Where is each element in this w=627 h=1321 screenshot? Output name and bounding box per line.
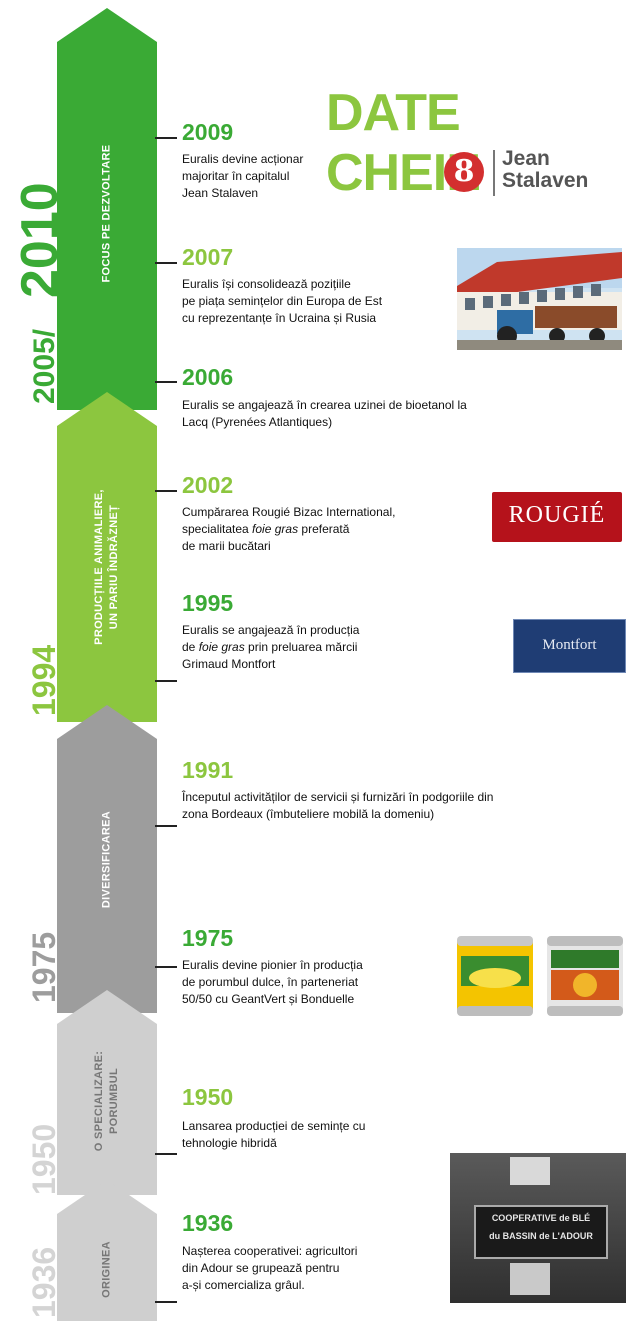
cooperative-sign-photo: COOPERATIVE de BLÉ du BASSIN de L'ADOUR (450, 1153, 626, 1303)
event-desc-2007: Euralis își consolidează pozițiile pe pi… (182, 276, 382, 327)
event-2009-line: majoritar în capitalul (182, 169, 290, 183)
event-1950-line: Lansarea producției de semințe cu (182, 1119, 366, 1133)
corn-cans-photo (455, 930, 625, 1018)
event-2007-line: pe piața semințelor din Europa de Est (182, 294, 383, 308)
event-year-2002: 2002 (182, 472, 234, 498)
era-2010: 2010 (11, 182, 69, 298)
phase-label-animal-line1: PRODUCȚIILE ANIMALIERE, (93, 489, 105, 645)
event-1936-line: din Adour se grupează pentru (182, 1261, 340, 1275)
factory-tractor-illustration (457, 248, 622, 350)
event-2007-line: Euralis își consolidează pozițiile (182, 277, 351, 291)
emphasis-foie-gras: foie gras (198, 640, 245, 654)
montfort-logo-text: Montfort (542, 637, 597, 653)
event-year-1975: 1975 (182, 925, 234, 951)
era-2005: 2005/ (28, 328, 61, 404)
tick-2006 (155, 381, 177, 383)
phase-arrow-origin (57, 1180, 157, 1321)
tick-1991 (155, 825, 177, 827)
photo-window (510, 1157, 550, 1185)
phase-label-animal-line2: UN PARIU ÎNDRĂZNEȚ (108, 504, 120, 630)
rougie-logo-text: ROUGIÉ (508, 502, 606, 528)
era-1936: 1936 (26, 1246, 62, 1318)
event-2009-line: Jean Stalaven (182, 186, 259, 200)
event-year-1950: 1950 (182, 1084, 234, 1110)
event-1995-line: Euralis se angajează în producția (182, 623, 360, 637)
event-desc-1995: Euralis se angajează în producția de foi… (182, 622, 359, 673)
event-year-1991: 1991 (182, 757, 234, 783)
phase-label-corn-line1: O SPECIALIZARE: (93, 1050, 105, 1152)
tick-2009 (155, 137, 177, 139)
event-2002-line: Cumpărarea Rougié Bizac International, (182, 505, 396, 519)
sign-text-line2: du BASSIN de L'ADOUR (489, 1231, 593, 1241)
era-1950: 1950 (26, 1123, 62, 1195)
phase-label-corn-line2: PORUMBUL (108, 1068, 120, 1134)
event-2006-line: Euralis se angajează în crearea uzinei d… (182, 398, 467, 412)
sign-text-line1: COOPERATIVE de BLÉ (491, 1213, 591, 1223)
event-desc-2006: Euralis se angajează în crearea uzinei d… (182, 397, 467, 431)
event-2006-line: Lacq (Pyrenées Atlantiques) (182, 415, 333, 429)
event-1950-line: tehnologie hibridă (182, 1136, 277, 1150)
rougie-logo: ROUGIÉ (492, 492, 622, 542)
tick-2007 (155, 262, 177, 264)
event-2002-line: de marii bucătari (182, 539, 271, 553)
event-2007-line: cu reprezentanțe în Ucraina și Rusia (182, 311, 377, 325)
event-1995-line: Grimaud Montfort (182, 657, 276, 671)
sign-board: COOPERATIVE de BLÉ du BASSIN de L'ADOUR (474, 1205, 608, 1259)
montfort-logo: Montfort (513, 619, 626, 673)
event-1991-line: Începutul activităților de servicii și f… (182, 790, 494, 804)
logo-divider (493, 150, 495, 196)
logo-text-stalaven: Stalaven (502, 169, 589, 192)
event-desc-1936: Nașterea cooperativei: agricultori din A… (182, 1243, 357, 1294)
logo-text-jean: Jean (502, 147, 550, 170)
event-year-1995: 1995 (182, 590, 234, 616)
event-1975-line: Euralis devine pionier în producția (182, 958, 363, 972)
event-year-2009: 2009 (182, 119, 234, 145)
event-1975-line: de porumbul dulce, în parteneriat (182, 975, 359, 989)
stalaven-emblem-icon: 8 (444, 152, 484, 192)
era-1975: 1975 (26, 931, 62, 1003)
phase-label-animal-production: PRODUCȚIILE ANIMALIERE, UN PARIU ÎNDRĂZN… (92, 482, 122, 652)
event-2002-line: specialitatea foie gras preferată (182, 521, 395, 538)
event-year-2007: 2007 (182, 244, 234, 270)
era-1994: 1994 (26, 644, 62, 716)
corn-cans-illustration (457, 936, 623, 1016)
event-1936-line: a-și comercializa grâul. (182, 1278, 305, 1292)
phase-arrow-animal-production (57, 392, 157, 722)
emphasis-foie-gras: foie gras (252, 522, 299, 536)
event-desc-1950: Lansarea producției de semințe cu tehnol… (182, 1118, 365, 1152)
text-span: prin preluarea mărcii (244, 640, 358, 654)
text-span: preferată (298, 522, 350, 536)
event-year-1936: 1936 (182, 1210, 234, 1236)
tick-1975 (155, 966, 177, 968)
jean-stalaven-logo: 8 Jean Stalaven (442, 148, 624, 202)
text-span: de (182, 640, 199, 654)
event-desc-2009: Euralis devine acționar majoritar în cap… (182, 151, 303, 202)
event-2009-line: Euralis devine acționar (182, 152, 304, 166)
event-1995-line: de foie gras prin preluarea mărcii (182, 639, 359, 656)
phase-label-corn: O SPECIALIZARE: PORUMBUL (92, 1041, 122, 1161)
event-year-2006: 2006 (182, 364, 234, 390)
text-span: specialitatea (182, 522, 253, 536)
tick-1936 (155, 1301, 177, 1303)
phase-label-development: FOCUS PE DEZVOLTARE (100, 144, 113, 283)
event-1991-line: zona Bordeaux (îmbuteliere mobilă la dom… (182, 807, 435, 821)
phase-label-diversification: DIVERSIFICAREA (100, 810, 113, 909)
event-desc-1975: Euralis devine pionier în producția de p… (182, 957, 363, 1008)
phase-arrow-corn-specialization (57, 990, 157, 1195)
phase-arrow-development (57, 8, 157, 410)
phase-arrow-diversification (57, 705, 157, 1013)
tick-1950 (155, 1153, 177, 1155)
phase-label-origin: ORIGINEA (100, 1241, 113, 1298)
event-1975-line: 50/50 cu GeantVert și Bonduelle (182, 992, 355, 1006)
factory-tractor-photo (457, 248, 622, 350)
event-desc-2002: Cumpărarea Rougié Bizac International, s… (182, 504, 395, 555)
tick-1995 (155, 680, 177, 682)
event-desc-1991: Începutul activităților de servicii și f… (182, 789, 493, 823)
event-1936-line: Nașterea cooperativei: agricultori (182, 1244, 358, 1258)
tick-2002 (155, 490, 177, 492)
photo-window (510, 1263, 550, 1295)
